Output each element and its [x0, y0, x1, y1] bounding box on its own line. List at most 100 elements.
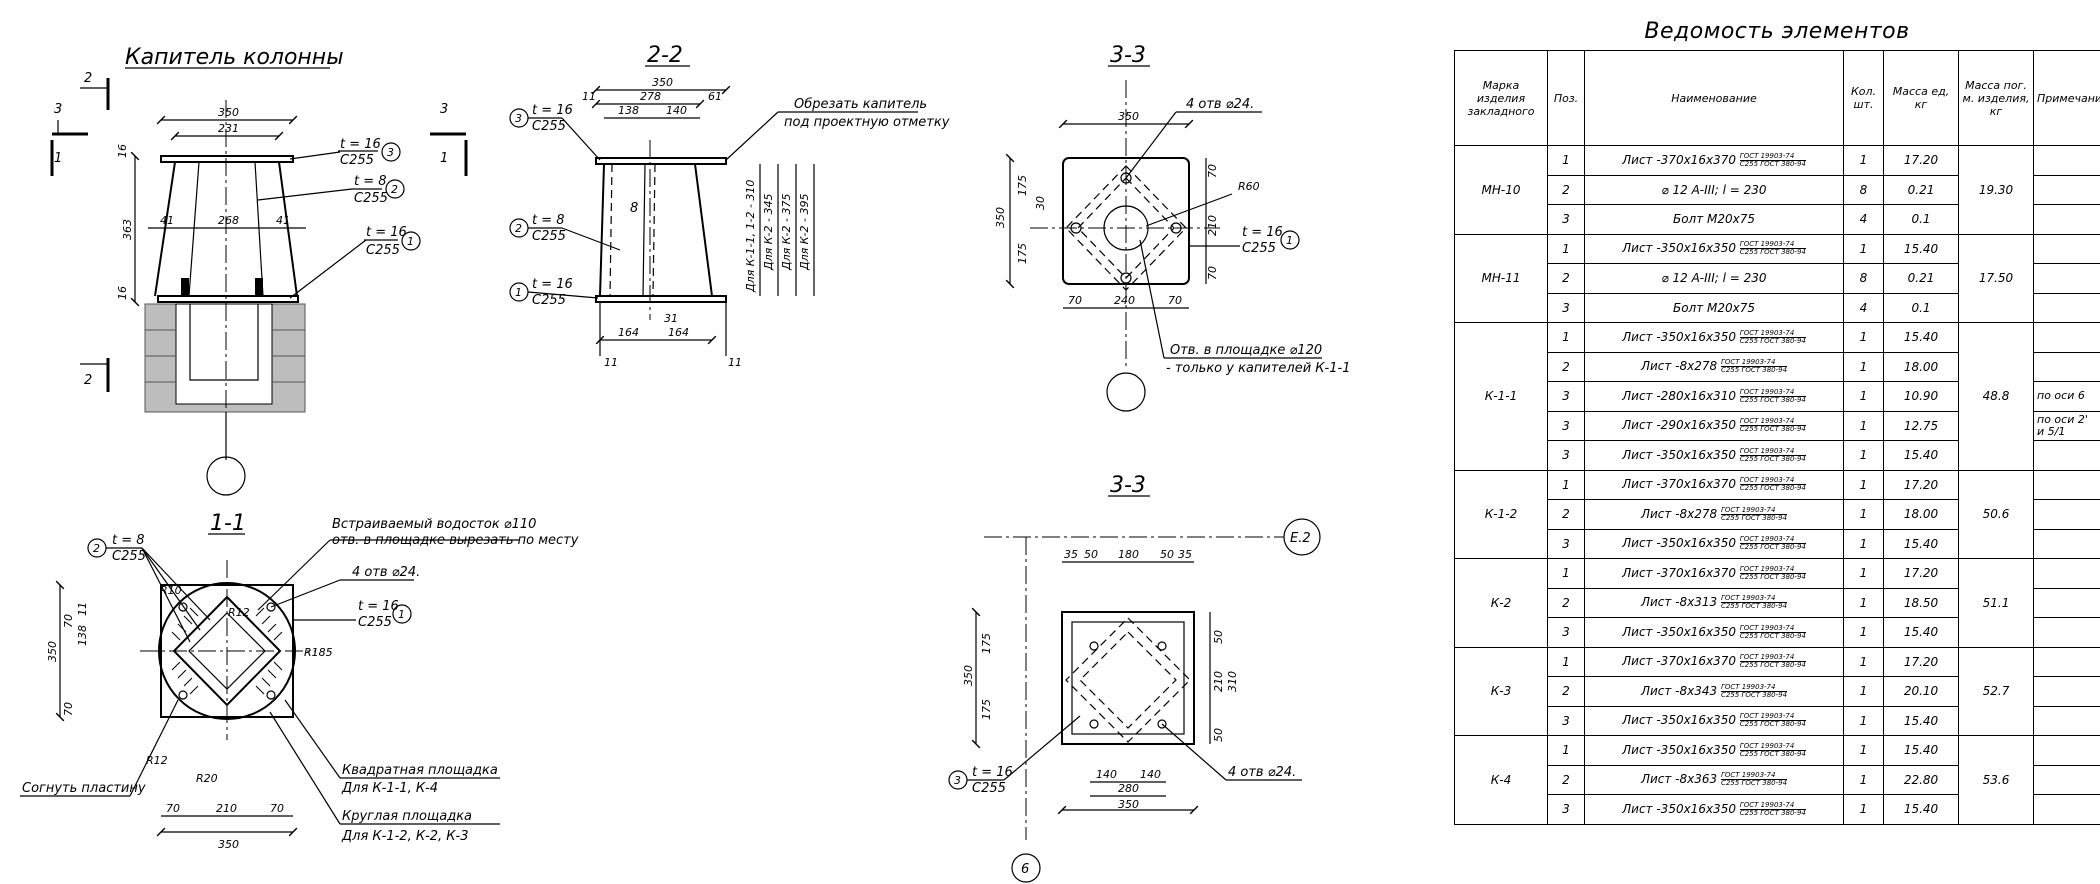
cell-pos: 2: [1547, 587, 1585, 618]
dim-41-right: 41: [276, 214, 290, 227]
section-2-2-title: 2-2: [647, 43, 683, 68]
cell-name-text: Лист -370х16х370: [1622, 477, 1736, 492]
cell-qty: 1: [1843, 499, 1884, 530]
cell-note: [2033, 764, 2100, 795]
dim-70-11b: 70: [270, 802, 284, 815]
radius-r185: R185: [304, 646, 333, 659]
cell-name-text: Лист -290х16х350: [1622, 418, 1736, 433]
cell-unit-mass: 15.40: [1883, 440, 1959, 471]
cell-unit-mass: 17.20: [1883, 469, 1959, 500]
dim-350-33b: 350: [1118, 798, 1139, 811]
cell-mark-text: МН-11: [1481, 271, 1521, 286]
dim-11-11: 11: [76, 602, 89, 616]
holes-note-33b: 4 отв ⌀24.: [1228, 765, 1296, 780]
cell-note: [2033, 145, 2100, 176]
cell-unit-mass-text: 15.40: [1903, 802, 1939, 817]
dim-350-22: 350: [652, 76, 673, 89]
dim-350-33b-v: 350: [962, 665, 975, 686]
callout-t16-22a: t = 16: [532, 103, 573, 118]
cell-qty: 1: [1843, 705, 1884, 736]
header-name: Наименование: [1584, 50, 1844, 146]
cell-name-text: Лист -350х16х350: [1622, 241, 1736, 256]
cell-pos: 1: [1547, 469, 1585, 500]
cell-note: [2033, 646, 2100, 677]
pos-1-label-22: 1: [515, 286, 522, 299]
gost-bottom: С255 ГОСТ 380-94: [1739, 425, 1806, 434]
cell-unit-mass: 17.20: [1883, 646, 1959, 677]
dim-140-a: 140: [1096, 768, 1117, 781]
header-notes: Примечания: [2033, 50, 2100, 146]
gost-bottom: С255 ГОСТ 380-94: [1720, 366, 1788, 375]
dim-16-top: 16: [116, 144, 129, 158]
dim-16-bottom: 16: [116, 286, 129, 300]
callout-c255-33: С255: [1242, 241, 1276, 256]
cell-unit-mass-text: 17.20: [1903, 153, 1939, 168]
cell-unit-mass: 0.21: [1883, 174, 1959, 205]
cell-pos: 3: [1547, 292, 1585, 323]
callout-t16-33b: t = 16: [972, 765, 1013, 780]
cell-pos-text: 3: [1562, 418, 1570, 433]
dim-164-right: 164: [668, 326, 689, 339]
axis-e2: Е.2: [1290, 531, 1311, 546]
dim-41-left: 41: [160, 214, 174, 227]
cell-note: [2033, 528, 2100, 559]
cell-qty: 1: [1843, 233, 1884, 264]
gost-top: ГОСТ 19903-74: [1720, 683, 1788, 692]
cell-pos-text: 2: [1562, 507, 1570, 522]
cell-mass-total: 51.1: [1958, 558, 2034, 648]
cut-label-2-bottom: 2: [84, 373, 92, 388]
gost-bottom: С255 ГОСТ 380-94: [1739, 395, 1806, 404]
cell-note: [2033, 794, 2100, 825]
cell-unit-mass-text: 18.50: [1903, 595, 1939, 610]
gost-top: ГОСТ 19903-74: [1739, 742, 1806, 751]
holes-note-33: 4 отв ⌀24.: [1186, 97, 1254, 112]
cell-unit-mass: 15.40: [1883, 735, 1959, 766]
dim-140: 140: [666, 104, 687, 117]
cell-qty-text: 1: [1859, 477, 1868, 492]
cell-mass-total: 17.50: [1958, 233, 2034, 323]
dim-50-c: 50: [1212, 630, 1225, 644]
dim-70-b: 70: [1168, 294, 1182, 307]
cell-name-text: Болт М20х75: [1672, 300, 1756, 315]
cell-qty: 1: [1843, 558, 1884, 589]
cell-name-text: Лист -350х16х350: [1622, 801, 1736, 816]
dim-231: 231: [218, 122, 239, 135]
gost-bottom: С255 ГОСТ 380-94: [1739, 454, 1806, 463]
schedule-header-row: Марка изделия закладного Поз. Наименован…: [1454, 50, 2100, 146]
cell-mark-text: К-4: [1490, 772, 1512, 787]
cell-pos: 3: [1547, 528, 1585, 559]
dim-210-33b: 210: [1212, 671, 1225, 692]
cell-note: по оси 2' и 5/1: [2033, 410, 2100, 441]
dim-70-c: 70: [1206, 164, 1219, 178]
cell-unit-mass-text: 18.00: [1903, 507, 1939, 522]
gost-top: ГОСТ 19903-74: [1739, 447, 1806, 456]
gost-top: ГОСТ 19903-74: [1739, 654, 1806, 663]
cell-mass-total-text: 53.6: [1982, 772, 2010, 787]
dim-140-b: 140: [1140, 768, 1161, 781]
schedule-table: Марка изделия закладного Поз. Наименован…: [1454, 50, 2100, 825]
dim-240: 240: [1114, 294, 1135, 307]
dim-11-top: 11: [582, 90, 596, 103]
dim-280: 280: [1118, 782, 1139, 795]
gost-top: ГОСТ 19903-74: [1720, 506, 1788, 515]
cell-qty-text: 4: [1859, 300, 1868, 315]
cell-note: [2033, 322, 2100, 353]
